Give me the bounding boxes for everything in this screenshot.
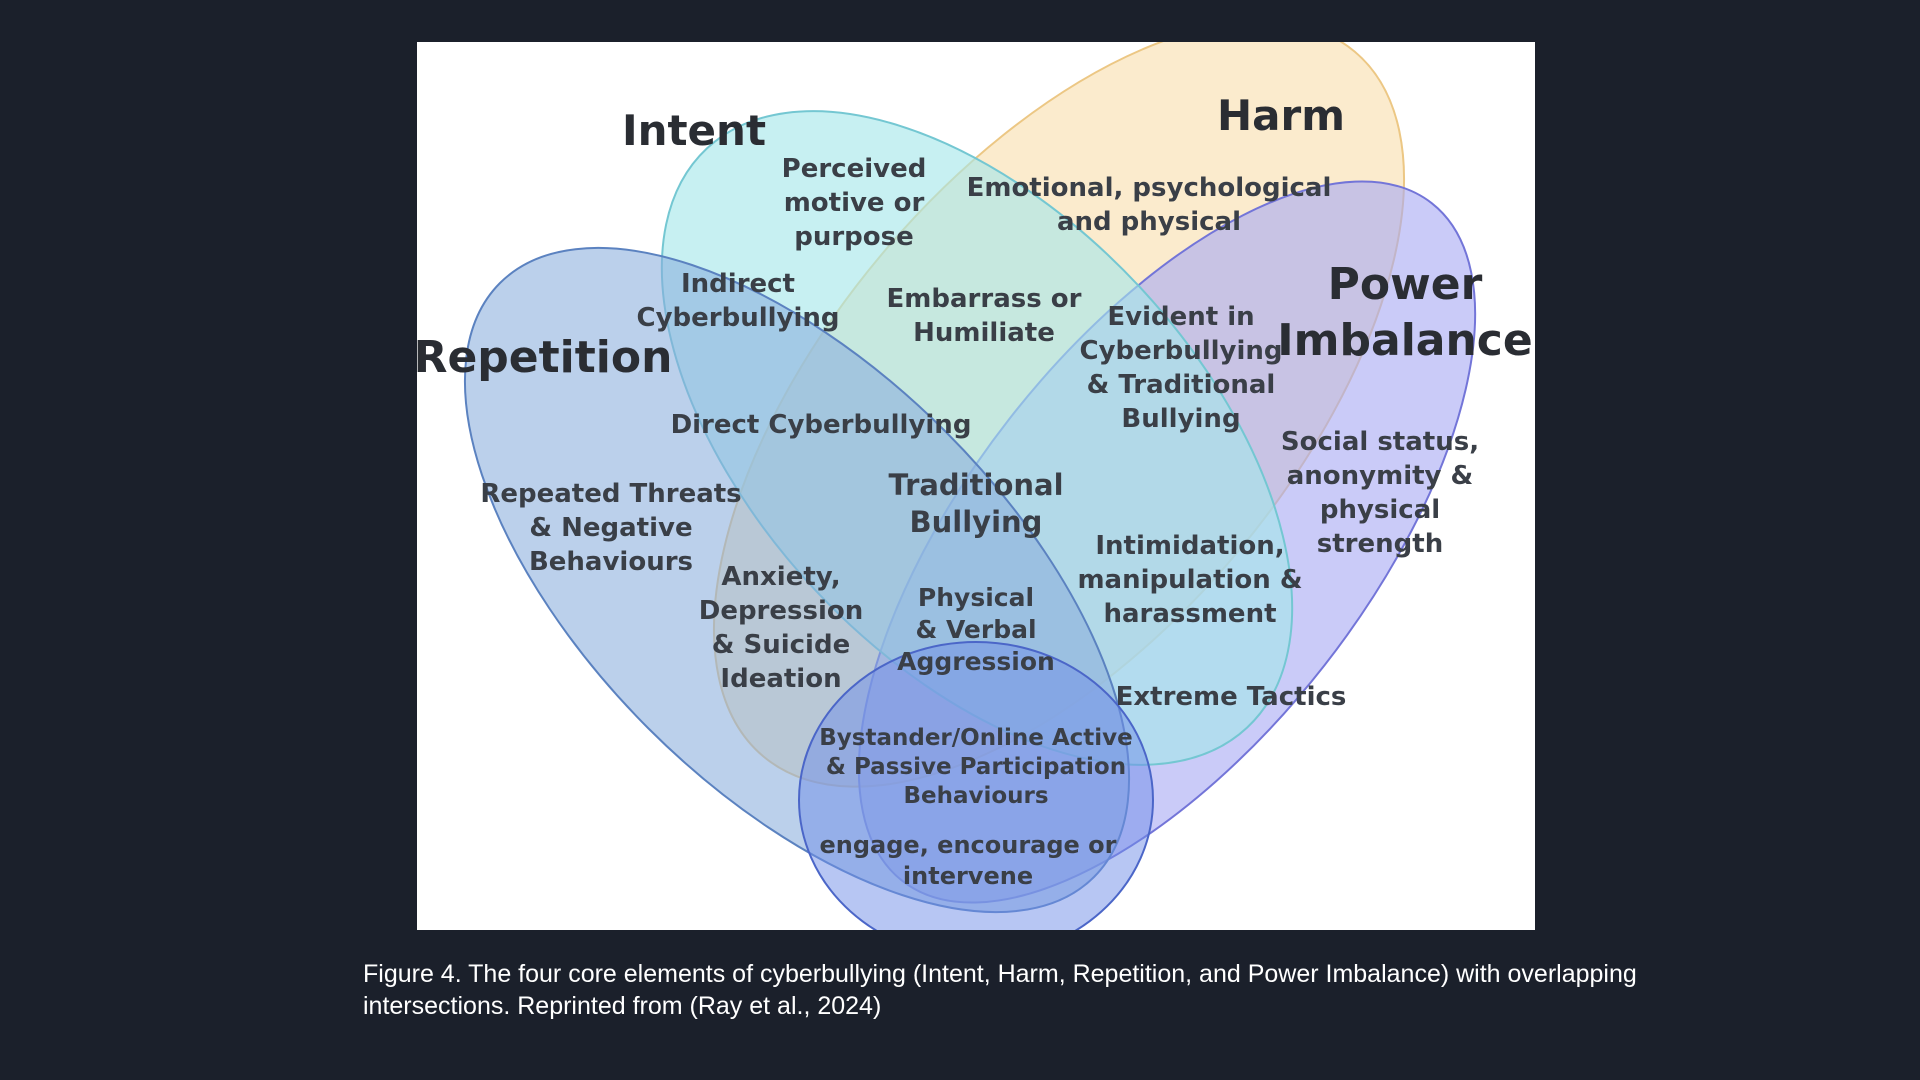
bystander-participation-label: Bystander/Online Active & Passive Partici… <box>819 725 1133 809</box>
perceived-motive-line-2: motive or <box>784 188 925 218</box>
intimidation-label: Intimidation, manipulation & harassment <box>1077 531 1302 629</box>
anxiety-line-2: Depression <box>699 596 864 626</box>
caption-line-2: intersections. Reprinted from (Ray et al… <box>363 992 882 1020</box>
bystander-line-1: Bystander/Online Active <box>819 725 1133 751</box>
intent-title: Intent <box>622 106 766 155</box>
direct-cyberbullying-label: Direct Cyberbullying <box>671 410 972 440</box>
repeated-threats-line-3: Behaviours <box>529 547 693 577</box>
social-status-line-2: anonymity & <box>1287 461 1473 491</box>
indirect-line-2: Cyberbullying <box>636 303 839 333</box>
intimidation-line-2: manipulation & <box>1077 565 1302 595</box>
venn-diagram-figure: Intent Harm Repetition Power Imbalance P… <box>417 42 1535 930</box>
traditional-line-1: Traditional <box>888 468 1063 502</box>
anxiety-line-3: & Suicide <box>712 630 850 660</box>
engage-line-1: engage, encourage or <box>820 831 1117 859</box>
evident-line-4: Bullying <box>1121 404 1240 434</box>
embarrass-line-2: Humiliate <box>913 318 1055 348</box>
embarrass-humiliate-label: Embarrass or Humiliate <box>887 284 1082 348</box>
anxiety-line-4: Ideation <box>720 664 841 694</box>
power-imbalance-title-line2: Imbalance <box>1277 315 1532 366</box>
evident-line-2: Cyberbullying <box>1079 336 1282 366</box>
harm-title: Harm <box>1217 91 1345 140</box>
indirect-line-1: Indirect <box>681 269 795 299</box>
bystander-line-2: & Passive Participation <box>826 754 1126 780</box>
traditional-line-2: Bullying <box>910 505 1043 539</box>
emotional-line-2: and physical <box>1057 207 1241 237</box>
embarrass-line-1: Embarrass or <box>887 284 1082 314</box>
venn-diagram: Intent Harm Repetition Power Imbalance P… <box>417 42 1533 930</box>
social-status-label: Social status, anonymity & physical strengt… <box>1281 427 1479 559</box>
bystander-line-3: Behaviours <box>903 783 1048 809</box>
direct-line-1: Direct Cyberbullying <box>671 410 972 440</box>
social-status-line-3: physical <box>1320 495 1440 525</box>
physical-verbal-line-3: Aggression <box>897 647 1055 676</box>
power-imbalance-title-line1: Power <box>1328 259 1483 310</box>
intimidation-line-1: Intimidation, <box>1095 531 1284 561</box>
intimidation-line-3: harassment <box>1103 599 1276 629</box>
repeated-threats-line-1: Repeated Threats <box>480 479 741 509</box>
engage-encourage-label: engage, encourage or intervene <box>820 831 1117 890</box>
caption-line-1: Figure 4. The four core elements of cybe… <box>363 960 1637 988</box>
emotional-psychological-label: Emotional, psychological and physical <box>967 173 1332 237</box>
emotional-line-1: Emotional, psychological <box>967 173 1332 203</box>
repetition-title: Repetition <box>417 332 672 383</box>
extreme-tactics-label: Extreme Tactics <box>1116 682 1347 712</box>
perceived-motive-line-3: purpose <box>794 222 914 252</box>
perceived-motive-line-1: Perceived <box>782 154 927 184</box>
perceived-motive-label: Perceived motive or purpose <box>782 154 927 252</box>
evident-line-1: Evident in <box>1107 302 1254 332</box>
repeated-threats-line-2: & Negative <box>529 513 692 543</box>
anxiety-line-1: Anxiety, <box>721 562 840 592</box>
engage-line-2: intervene <box>903 862 1033 890</box>
bystander-ellipse <box>798 641 1154 930</box>
physical-verbal-line-1: Physical <box>918 583 1034 612</box>
figure-caption: Figure 4. The four core elements of cybe… <box>363 958 1743 1022</box>
extreme-line-1: Extreme Tactics <box>1116 682 1347 712</box>
evident-line-3: & Traditional <box>1087 370 1276 400</box>
physical-verbal-line-2: & Verbal <box>915 615 1036 644</box>
social-status-line-4: strength <box>1317 529 1443 559</box>
social-status-line-1: Social status, <box>1281 427 1479 457</box>
